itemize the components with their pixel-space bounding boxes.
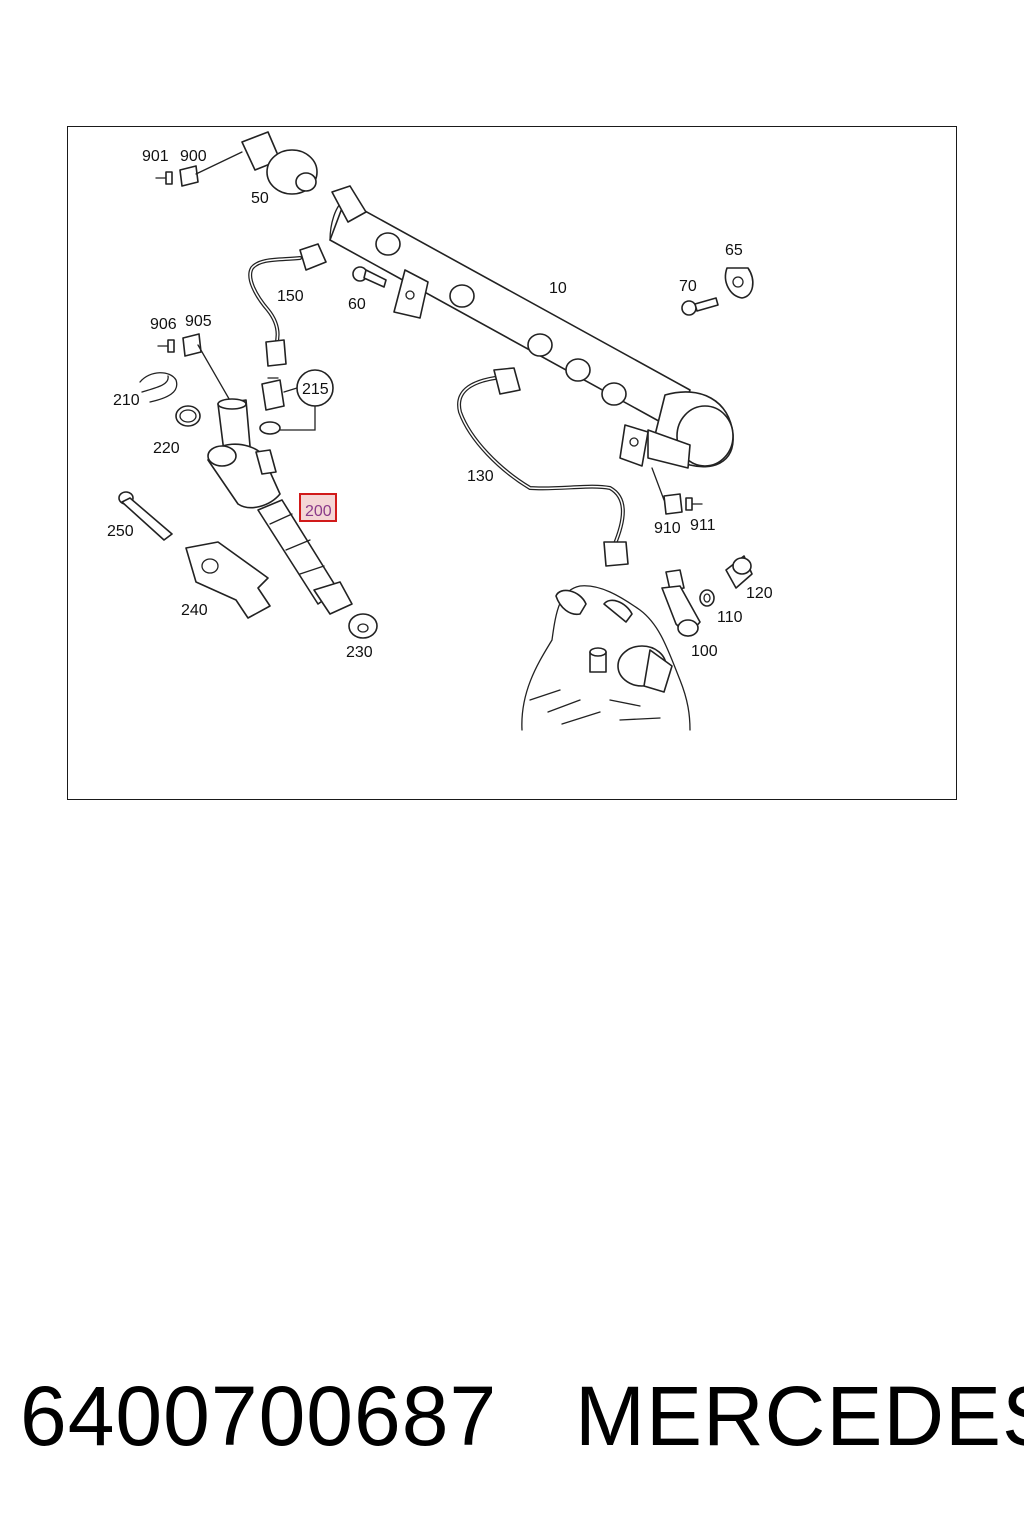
pin-906-part[interactable] bbox=[157, 339, 175, 353]
callout-911: 911 bbox=[690, 517, 716, 534]
clip-210-part[interactable] bbox=[139, 372, 178, 403]
bolt-250-part[interactable] bbox=[118, 491, 173, 541]
callout-220: 220 bbox=[153, 440, 180, 457]
fuel-rail-part[interactable] bbox=[329, 185, 734, 469]
clip-65-part[interactable] bbox=[724, 267, 754, 299]
callout-120: 120 bbox=[746, 585, 773, 602]
callout-250: 250 bbox=[107, 523, 134, 540]
bolt-70-part[interactable] bbox=[681, 297, 719, 316]
injector-200-part[interactable] bbox=[207, 398, 353, 615]
seal-ring-220-part[interactable] bbox=[175, 405, 201, 427]
fitting-215-part[interactable] bbox=[259, 369, 334, 435]
connector-900-part[interactable] bbox=[179, 151, 243, 187]
brand-name: MERCEDES bbox=[575, 1369, 1024, 1463]
callout-901: 901 bbox=[142, 148, 169, 165]
callout-130: 130 bbox=[467, 468, 494, 485]
connector-905-part[interactable] bbox=[182, 333, 233, 405]
washer-230-part[interactable] bbox=[348, 613, 378, 639]
callout-50: 50 bbox=[251, 190, 269, 207]
callout-200-highlight[interactable] bbox=[299, 493, 337, 522]
seal-110-part[interactable] bbox=[699, 589, 715, 607]
callout-210: 210 bbox=[113, 392, 140, 409]
pressure-line-130-part[interactable] bbox=[457, 367, 629, 567]
callout-65: 65 bbox=[725, 242, 743, 259]
callout-900: 900 bbox=[180, 148, 207, 165]
callout-905: 905 bbox=[185, 313, 212, 330]
part-number: 6400700687 bbox=[20, 1369, 498, 1463]
hollow-bolt-120-part[interactable] bbox=[725, 555, 753, 589]
callout-60: 60 bbox=[348, 296, 366, 313]
callout-100: 100 bbox=[691, 643, 718, 660]
banjo-fitting-100-part[interactable] bbox=[661, 569, 701, 637]
callout-110: 110 bbox=[717, 609, 743, 626]
high-pressure-pump-part bbox=[521, 585, 691, 731]
clamp-240-part[interactable] bbox=[185, 541, 271, 619]
bolt-60-part[interactable] bbox=[352, 266, 387, 288]
connector-910-part[interactable] bbox=[651, 467, 683, 515]
callout-906: 906 bbox=[150, 316, 177, 333]
callout-200[interactable]: 200 bbox=[305, 503, 332, 520]
callout-215: 215 bbox=[302, 381, 329, 398]
pin-911-part[interactable] bbox=[685, 497, 703, 511]
callout-230: 230 bbox=[346, 644, 373, 661]
pin-901-part[interactable] bbox=[155, 171, 173, 185]
callout-70: 70 bbox=[679, 278, 697, 295]
callout-910: 910 bbox=[654, 520, 681, 537]
pressure-line-150-part[interactable] bbox=[248, 243, 327, 367]
callout-240: 240 bbox=[181, 602, 208, 619]
callout-10: 10 bbox=[549, 280, 567, 297]
diagram-frame bbox=[67, 126, 957, 800]
pressure-sensor-part[interactable] bbox=[241, 131, 318, 195]
callout-150: 150 bbox=[277, 288, 304, 305]
